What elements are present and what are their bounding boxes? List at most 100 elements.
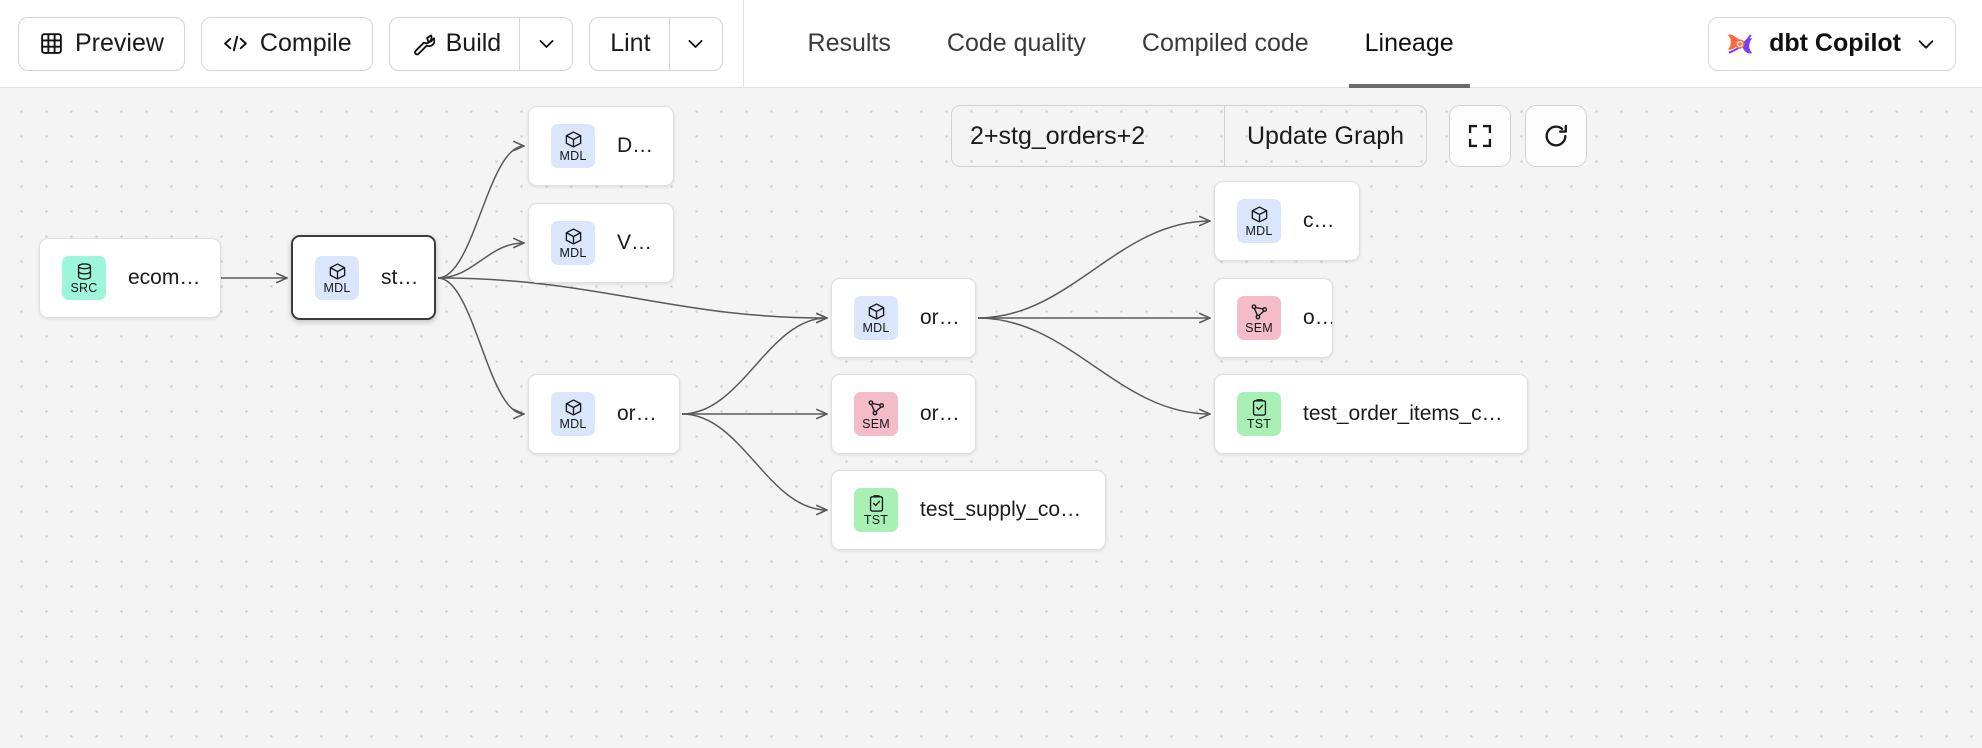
lint-dropdown-toggle[interactable] (670, 18, 722, 70)
node-type-code: MDL (862, 321, 890, 335)
chevron-down-icon (536, 33, 557, 54)
lineage-node-order-item-semantic[interactable]: SEM order_item (831, 374, 976, 454)
node-type-badge-sem: SEM (1237, 296, 1281, 340)
node-label: stg_orders (381, 265, 434, 289)
node-label: VE_Demo (617, 231, 673, 254)
lint-button[interactable]: Lint (590, 18, 668, 70)
node-type-badge-mdl: MDL (551, 124, 595, 168)
refresh-graph-button[interactable] (1525, 105, 1588, 167)
build-button[interactable]: Build (390, 18, 520, 70)
lineage-node-test-supply-costs[interactable]: TST test_supply_costs_sum_correctly (831, 470, 1106, 550)
lineage-node-ecom-raw-orders[interactable]: SRC ecom.raw_orders (39, 238, 221, 318)
dbt-logo-icon (1725, 29, 1755, 59)
edge-orders-to-customers (977, 221, 1210, 319)
lineage-canvas[interactable]: SRC ecom.raw_orders MDL stg_orders MDL (0, 88, 1982, 748)
node-type-code: TST (863, 513, 889, 527)
clipboard-check-icon (867, 493, 886, 514)
node-label: orders (1303, 306, 1332, 329)
build-label: Build (445, 29, 502, 57)
node-label: test_order_items_compute_to_bools_c… (1303, 402, 1527, 425)
node-type-badge-mdl: MDL (1237, 199, 1281, 243)
tab-compiled-code-label: Compiled code (1141, 29, 1309, 57)
query-divider (1224, 106, 1225, 166)
lineage-edges (221, 88, 1982, 748)
database-icon (75, 261, 94, 282)
node-label: test_supply_costs_sum_correctly (920, 498, 1105, 521)
edge-stg-to-ve-demo (437, 243, 524, 279)
toolbar-right-group: dbt Copilot (1708, 16, 1982, 71)
clipboard-check-icon (1250, 397, 1269, 418)
edge-stg-to-demo (437, 146, 524, 279)
table-icon (39, 31, 64, 56)
node-type-code: MDL (1245, 224, 1273, 238)
compile-label: Compile (259, 29, 352, 57)
edge-stg-to-orders (437, 277, 827, 318)
cube-icon (328, 261, 347, 282)
compile-button[interactable]: Compile (200, 16, 373, 71)
wrench-icon (410, 31, 435, 56)
code-brackets-icon (222, 31, 249, 56)
node-type-badge-tst: TST (1237, 392, 1281, 436)
lineage-node-order-items[interactable]: MDL order_items (528, 374, 680, 454)
preview-button[interactable]: Preview (18, 16, 185, 71)
cube-icon (867, 301, 886, 322)
cube-icon (564, 129, 583, 150)
graph-query-input[interactable] (952, 106, 1224, 166)
build-divider (519, 17, 521, 70)
chevron-down-icon (685, 33, 706, 54)
tab-results[interactable]: Results (780, 0, 919, 88)
node-type-badge-src: SRC (62, 256, 106, 300)
toolbar-separator (742, 0, 744, 88)
lineage-node-orders-model[interactable]: MDL orders (831, 278, 976, 358)
edge-order-items-to-orders (681, 318, 827, 415)
dbt-copilot-button[interactable]: dbt Copilot (1708, 16, 1956, 71)
node-label: orders (920, 306, 975, 329)
lineage-node-stg-orders[interactable]: MDL stg_orders (291, 235, 436, 320)
node-label: ecom.raw_orders (128, 266, 220, 289)
lineage-node-orders-semantic[interactable]: SEM orders (1214, 278, 1333, 358)
chevron-down-icon (1915, 33, 1937, 55)
tab-bar: Results Code quality Compiled code Linea… (780, 0, 1482, 88)
lineage-node-test-order-items[interactable]: TST test_order_items_compute_to_bools_c… (1214, 374, 1528, 454)
edge-order-items-to-test-supply (681, 413, 827, 510)
node-type-code: MDL (559, 246, 587, 260)
build-dropdown-toggle[interactable] (520, 18, 572, 70)
update-graph-button[interactable]: Update Graph (1225, 106, 1426, 166)
lint-divider (668, 17, 670, 70)
tab-lineage[interactable]: Lineage (1337, 0, 1482, 88)
node-label: order_items (617, 402, 679, 425)
node-label: Demo (617, 134, 673, 157)
node-type-code: SRC (70, 281, 98, 295)
lint-label: Lint (610, 29, 651, 57)
lineage-node-customers[interactable]: MDL customers (1214, 181, 1360, 261)
tab-code-quality[interactable]: Code quality (919, 0, 1114, 88)
tab-lineage-label: Lineage (1364, 29, 1454, 57)
node-type-code: MDL (559, 417, 587, 431)
fit-view-button[interactable] (1449, 105, 1512, 167)
refresh-icon (1542, 122, 1570, 150)
fullscreen-icon (1466, 122, 1494, 150)
preview-label: Preview (75, 29, 164, 57)
node-type-badge-mdl: MDL (315, 255, 359, 300)
lineage-node-ve-demo[interactable]: MDL VE_Demo (528, 203, 674, 283)
build-split-button[interactable]: Build (388, 16, 574, 71)
node-type-badge-sem: SEM (854, 392, 898, 436)
edge-orders-to-test-order-items (977, 317, 1210, 414)
semantic-graph-icon (867, 397, 886, 418)
graph-query-group: Update Graph (951, 105, 1428, 167)
node-type-badge-tst: TST (854, 488, 898, 532)
tab-compiled-code[interactable]: Compiled code (1114, 0, 1337, 88)
semantic-graph-icon (1250, 301, 1269, 322)
lint-split-button[interactable]: Lint (589, 16, 723, 71)
node-type-badge-mdl: MDL (854, 296, 898, 340)
node-type-code: SEM (862, 417, 890, 431)
node-type-badge-mdl: MDL (551, 221, 595, 265)
cube-icon (564, 397, 583, 418)
graph-controls: Update Graph (951, 105, 1588, 167)
tab-results-label: Results (807, 29, 891, 57)
node-type-code: MDL (323, 280, 351, 295)
cube-icon (1250, 204, 1269, 225)
cube-icon (564, 226, 583, 247)
node-type-badge-mdl: MDL (551, 392, 595, 436)
lineage-node-demo[interactable]: MDL Demo (528, 106, 674, 186)
